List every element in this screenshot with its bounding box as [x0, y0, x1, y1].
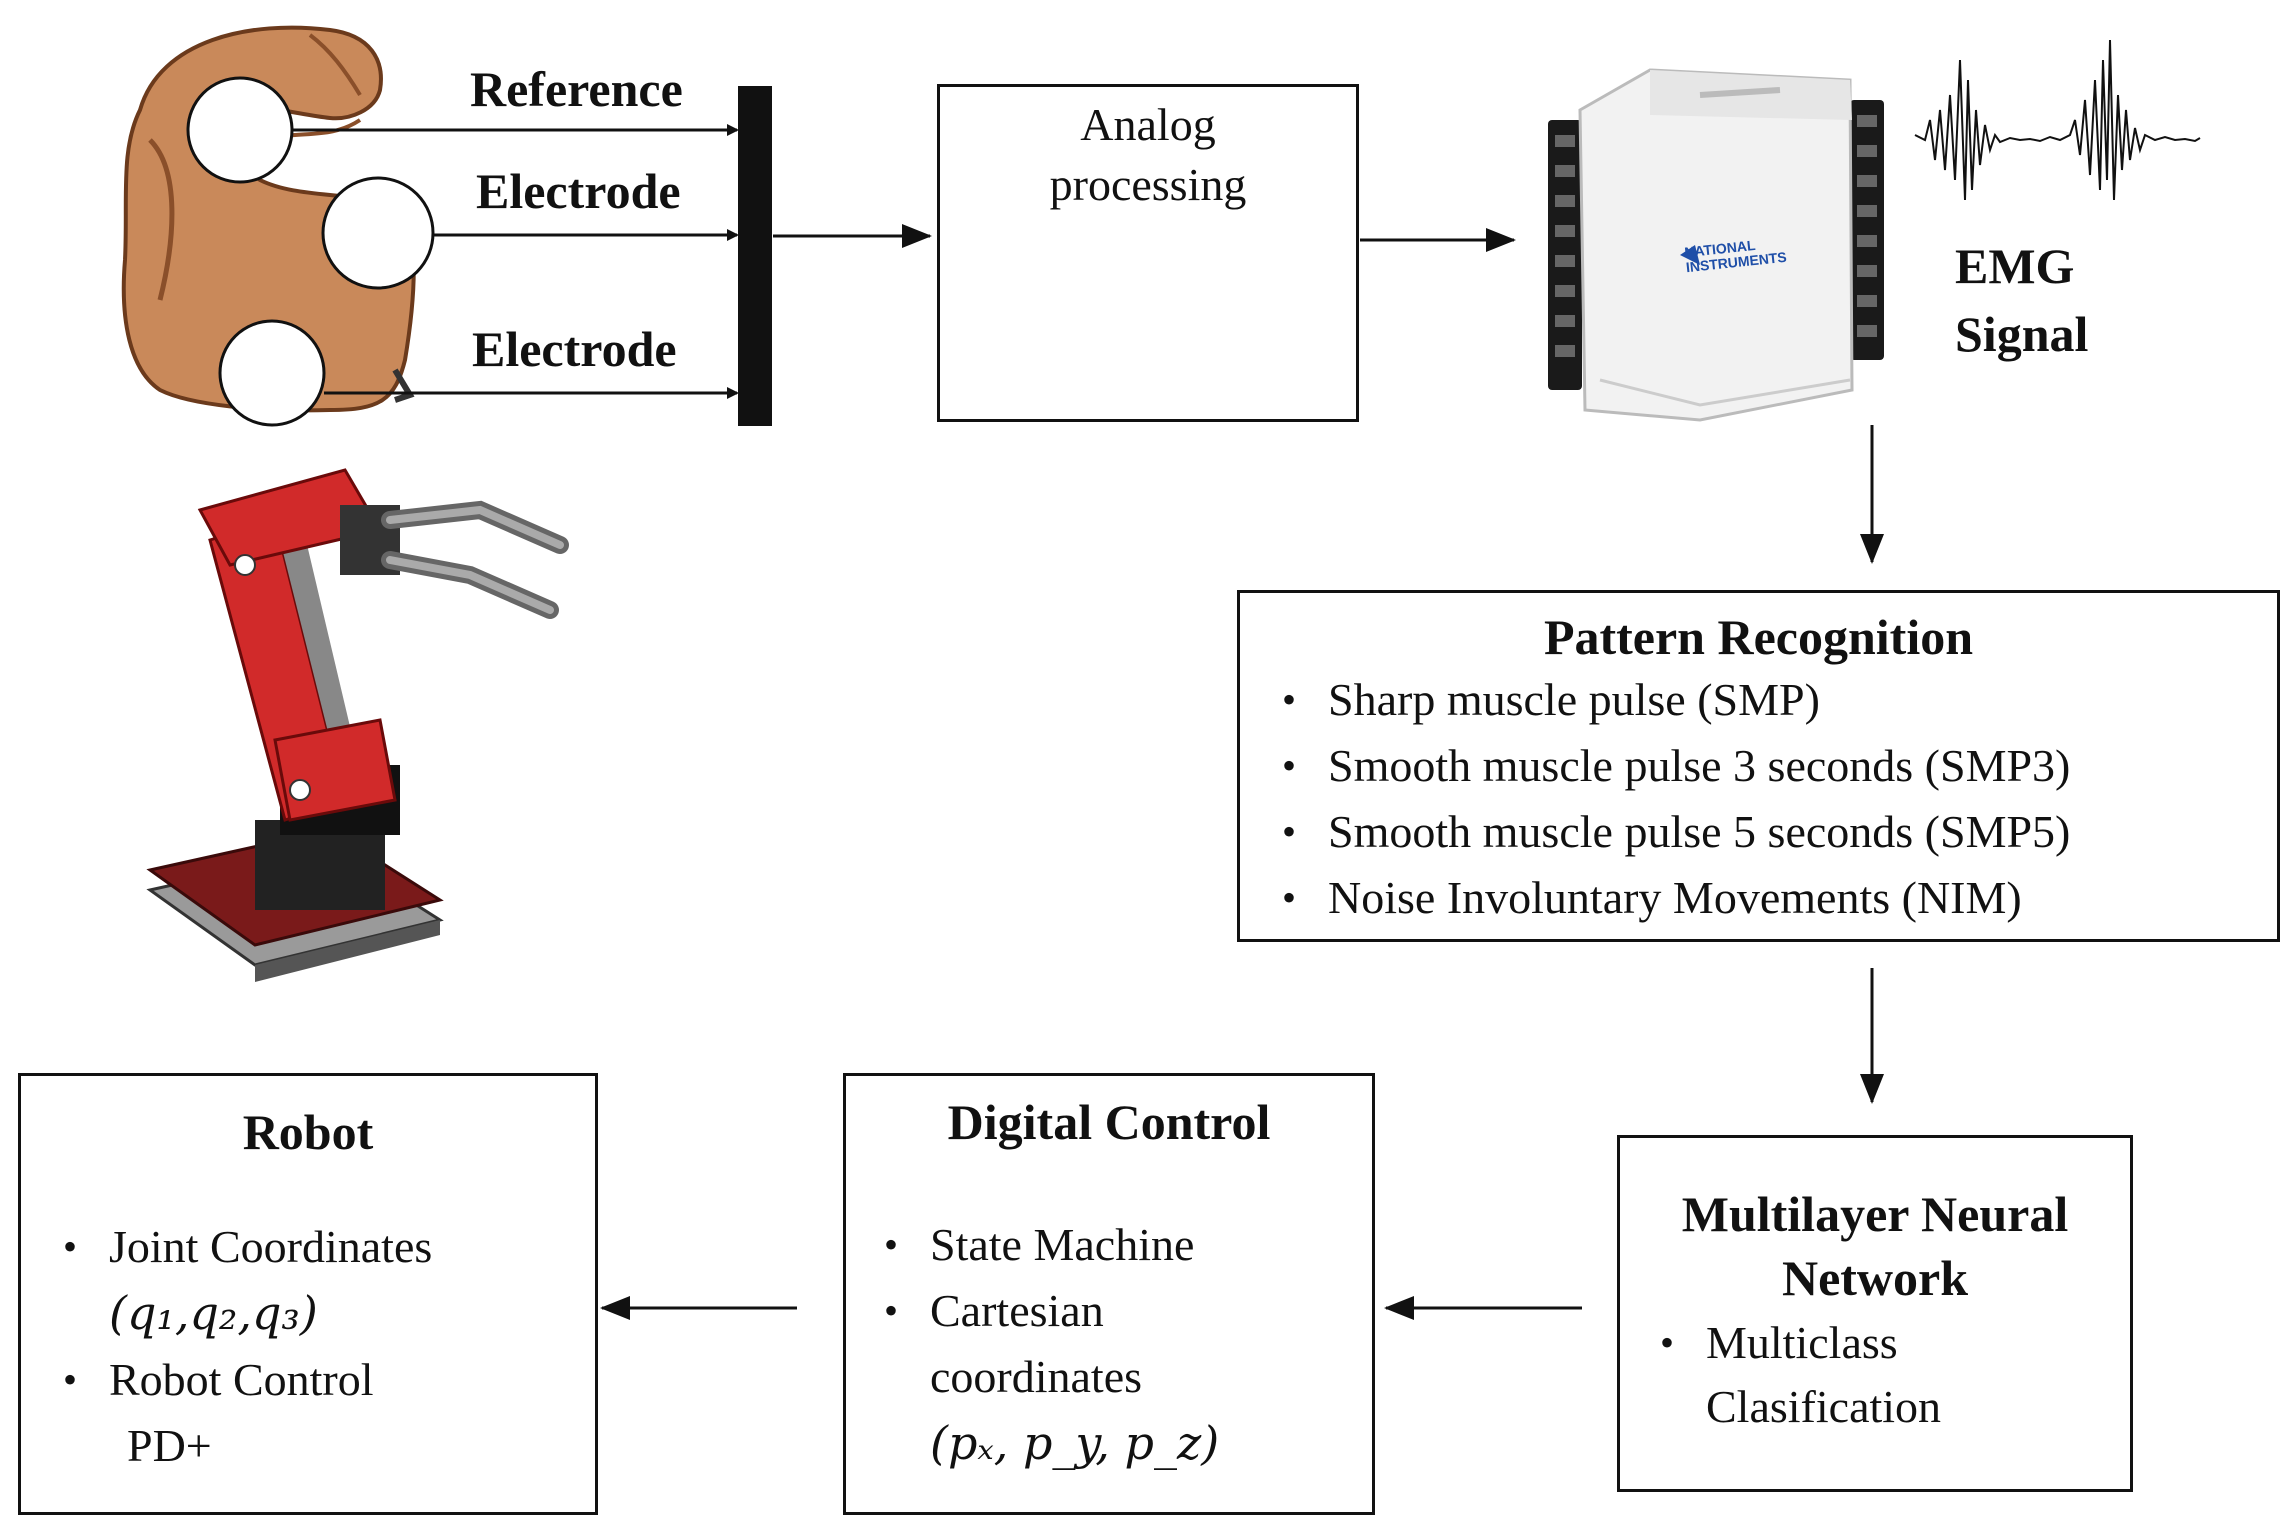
emg-signal-label: EMG Signal	[1955, 238, 2089, 362]
mlnn-title-line1: Multilayer Neural	[1681, 1186, 2069, 1242]
digital-item: •Cartesian	[884, 1285, 1104, 1336]
electrode-circle-1	[321, 176, 435, 290]
digital-list: •State Machine •Cartesian coordinates (p…	[874, 1212, 1372, 1477]
robot-box: Robot •Joint Coordinates (q₁,q₂,q₃) •Rob…	[18, 1073, 598, 1515]
robot-item-cont: PD+	[127, 1420, 212, 1471]
electrode-label-2: Electrode	[472, 321, 677, 377]
robot-item: •Robot Control	[63, 1354, 374, 1405]
mlnn-title-line2: Network	[1781, 1250, 1969, 1306]
digital-control-box: Digital Control •State Machine •Cartesia…	[843, 1073, 1375, 1515]
pattern-list: •Sharp muscle pulse (SMP) •Smooth muscle…	[1272, 667, 2277, 931]
pattern-title: Pattern Recognition	[1543, 609, 1974, 665]
analog-title-line2: processing	[1049, 159, 1247, 210]
pattern-recognition-box: Pattern Recognition •Sharp muscle pulse …	[1237, 590, 2280, 942]
pattern-item: •Noise Involuntary Movements (NIM)	[1282, 872, 2022, 923]
mlnn-box: Multilayer Neural Network •Multiclass Cl…	[1617, 1135, 2133, 1492]
robot-item-math: (q₁,q₂,q₃)	[109, 1286, 318, 1340]
reference-electrode-circle	[186, 76, 294, 184]
robot-item: •Joint Coordinates	[63, 1221, 433, 1272]
mlnn-list: •Multiclass Clasification	[1650, 1310, 2130, 1440]
mlnn-item: •Multiclass	[1660, 1317, 1898, 1368]
reference-label: Reference	[470, 61, 683, 117]
emg-waveform	[1914, 39, 2201, 201]
electrode-circle-2	[218, 319, 326, 427]
electrode-label-1: Electrode	[476, 163, 681, 219]
analog-title-line1: Analog	[1080, 99, 1216, 150]
pattern-item: •Smooth muscle pulse 3 seconds (SMP3)	[1282, 740, 2071, 791]
mlnn-item-cont: Clasification	[1706, 1381, 1942, 1432]
digital-title: Digital Control	[947, 1094, 1271, 1150]
connector-bar	[738, 86, 772, 426]
digital-item-cont: coordinates	[930, 1351, 1143, 1402]
pattern-item: •Smooth muscle pulse 5 seconds (SMP5)	[1282, 806, 2071, 857]
robot-arm-image	[146, 468, 569, 982]
robot-title: Robot	[242, 1104, 374, 1160]
digital-item-math: (pₓ, p_y, p_z)	[930, 1416, 1220, 1470]
robot-list: •Joint Coordinates (q₁,q₂,q₃) •Robot Con…	[53, 1214, 595, 1479]
pattern-item: •Sharp muscle pulse (SMP)	[1282, 674, 1820, 725]
digital-item: •State Machine	[884, 1219, 1195, 1270]
analog-processing-box: Analog processing	[937, 84, 1359, 422]
daq-device-image	[1548, 68, 1884, 422]
